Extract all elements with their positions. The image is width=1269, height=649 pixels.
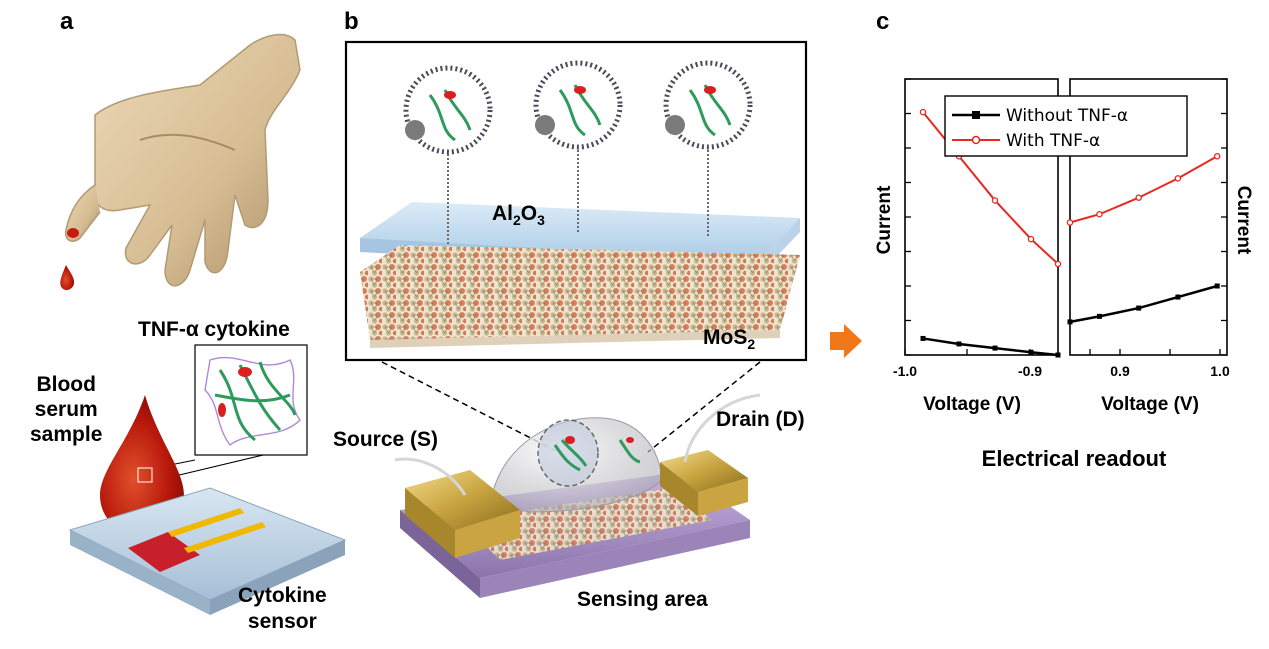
left-series-line-without xyxy=(922,337,1059,357)
right-xtick-label: 0.9 xyxy=(1110,363,1130,379)
right-series-line-with xyxy=(1069,155,1218,224)
left-data-point xyxy=(1028,349,1034,355)
right-data-point xyxy=(1066,219,1074,226)
drain-label: Drain (D) xyxy=(716,408,805,431)
right-series-line-without xyxy=(1069,284,1218,324)
left-data-point xyxy=(992,345,998,351)
left-data-point xyxy=(956,341,962,347)
right-data-point xyxy=(1067,319,1073,325)
blood-drop-small xyxy=(60,265,75,291)
source-label: Source (S) xyxy=(333,428,439,451)
cytokine-sensor-label: Cytokine sensor xyxy=(238,583,327,635)
left-xlabel: Voltage (V) xyxy=(923,394,1021,415)
left-data-point xyxy=(1027,235,1035,243)
right-data-point xyxy=(1135,194,1142,201)
panel-a-illustration xyxy=(60,33,347,615)
sensor-label-line: Cytokine xyxy=(238,584,327,607)
left-xtick-label: -0.9 xyxy=(1018,363,1042,379)
aptamer-probe-3 xyxy=(663,60,753,236)
electrical-readout-chart: Without TNF-α With TNF-α Current Current… xyxy=(874,78,1254,471)
panel-letter-a: a xyxy=(60,8,74,35)
right-xlabel: Voltage (V) xyxy=(1101,394,1199,415)
oxide-sub1: 2 xyxy=(513,212,521,229)
oxide-sub2: 3 xyxy=(537,212,545,229)
oxide-label-main: Al xyxy=(492,202,513,225)
tnf-cytokine-label: TNF-α cytokine xyxy=(138,318,290,341)
legend-label-without: Without TNF-α xyxy=(1006,106,1128,126)
right-data-point xyxy=(1214,283,1220,289)
sensor-label-line: sensor xyxy=(247,610,317,633)
panel-letter-b: b xyxy=(344,8,359,35)
right-data-point xyxy=(1136,305,1142,311)
sample-label-line: serum xyxy=(34,398,98,421)
aptamer-probe-1 xyxy=(403,65,493,245)
electrical-readout-caption: Electrical readout xyxy=(982,446,1167,471)
legend-label-with: With TNF-α xyxy=(1006,131,1100,151)
sample-label-line: Blood xyxy=(36,373,96,396)
legend: Without TNF-α With TNF-α xyxy=(944,95,1188,157)
legend-box xyxy=(944,95,1188,157)
oxide-label-mid: O xyxy=(520,202,538,225)
blood-serum-drop xyxy=(100,395,184,535)
source-electrode xyxy=(394,457,520,558)
right-data-point xyxy=(1174,175,1182,182)
left-data-point xyxy=(1054,260,1062,268)
aptamer-probe-2 xyxy=(533,60,623,232)
left-data-point xyxy=(920,335,926,341)
right-data-point xyxy=(1096,210,1103,218)
mos2-sub: 2 xyxy=(747,336,756,353)
left-xtick-label: -1.0 xyxy=(893,363,917,379)
right-xtick-label: 1.0 xyxy=(1210,363,1230,379)
panel-b-illustration xyxy=(344,40,808,598)
cytokine-protein-inset xyxy=(204,356,301,446)
hand-illustration xyxy=(64,33,301,287)
al2o3-label: Al2O3 xyxy=(492,202,545,228)
left-ylabel: Current xyxy=(874,185,895,254)
left-data-point xyxy=(1055,352,1061,358)
blood-serum-sample-label: Blood serum sample xyxy=(30,372,102,447)
right-ylabel: Current xyxy=(1233,186,1254,255)
sensing-area-label: Sensing area xyxy=(577,588,708,611)
drain-electrode xyxy=(660,393,761,516)
mos2-label-main: MoS xyxy=(703,326,748,349)
left-data-point xyxy=(919,108,927,116)
mos2-lattice xyxy=(360,245,800,348)
mos2-label: MoS2 xyxy=(703,326,755,352)
left-data-point xyxy=(991,197,999,204)
right-data-point xyxy=(1096,313,1102,319)
sample-label-line: sample xyxy=(30,423,103,446)
cytokine-sensor-chip xyxy=(68,487,347,615)
right-data-point xyxy=(1175,294,1181,300)
panel-letter-c: c xyxy=(876,8,890,35)
right-data-point xyxy=(1213,153,1221,160)
readout-arrow xyxy=(830,324,862,358)
finger-blood-spot xyxy=(67,228,79,238)
